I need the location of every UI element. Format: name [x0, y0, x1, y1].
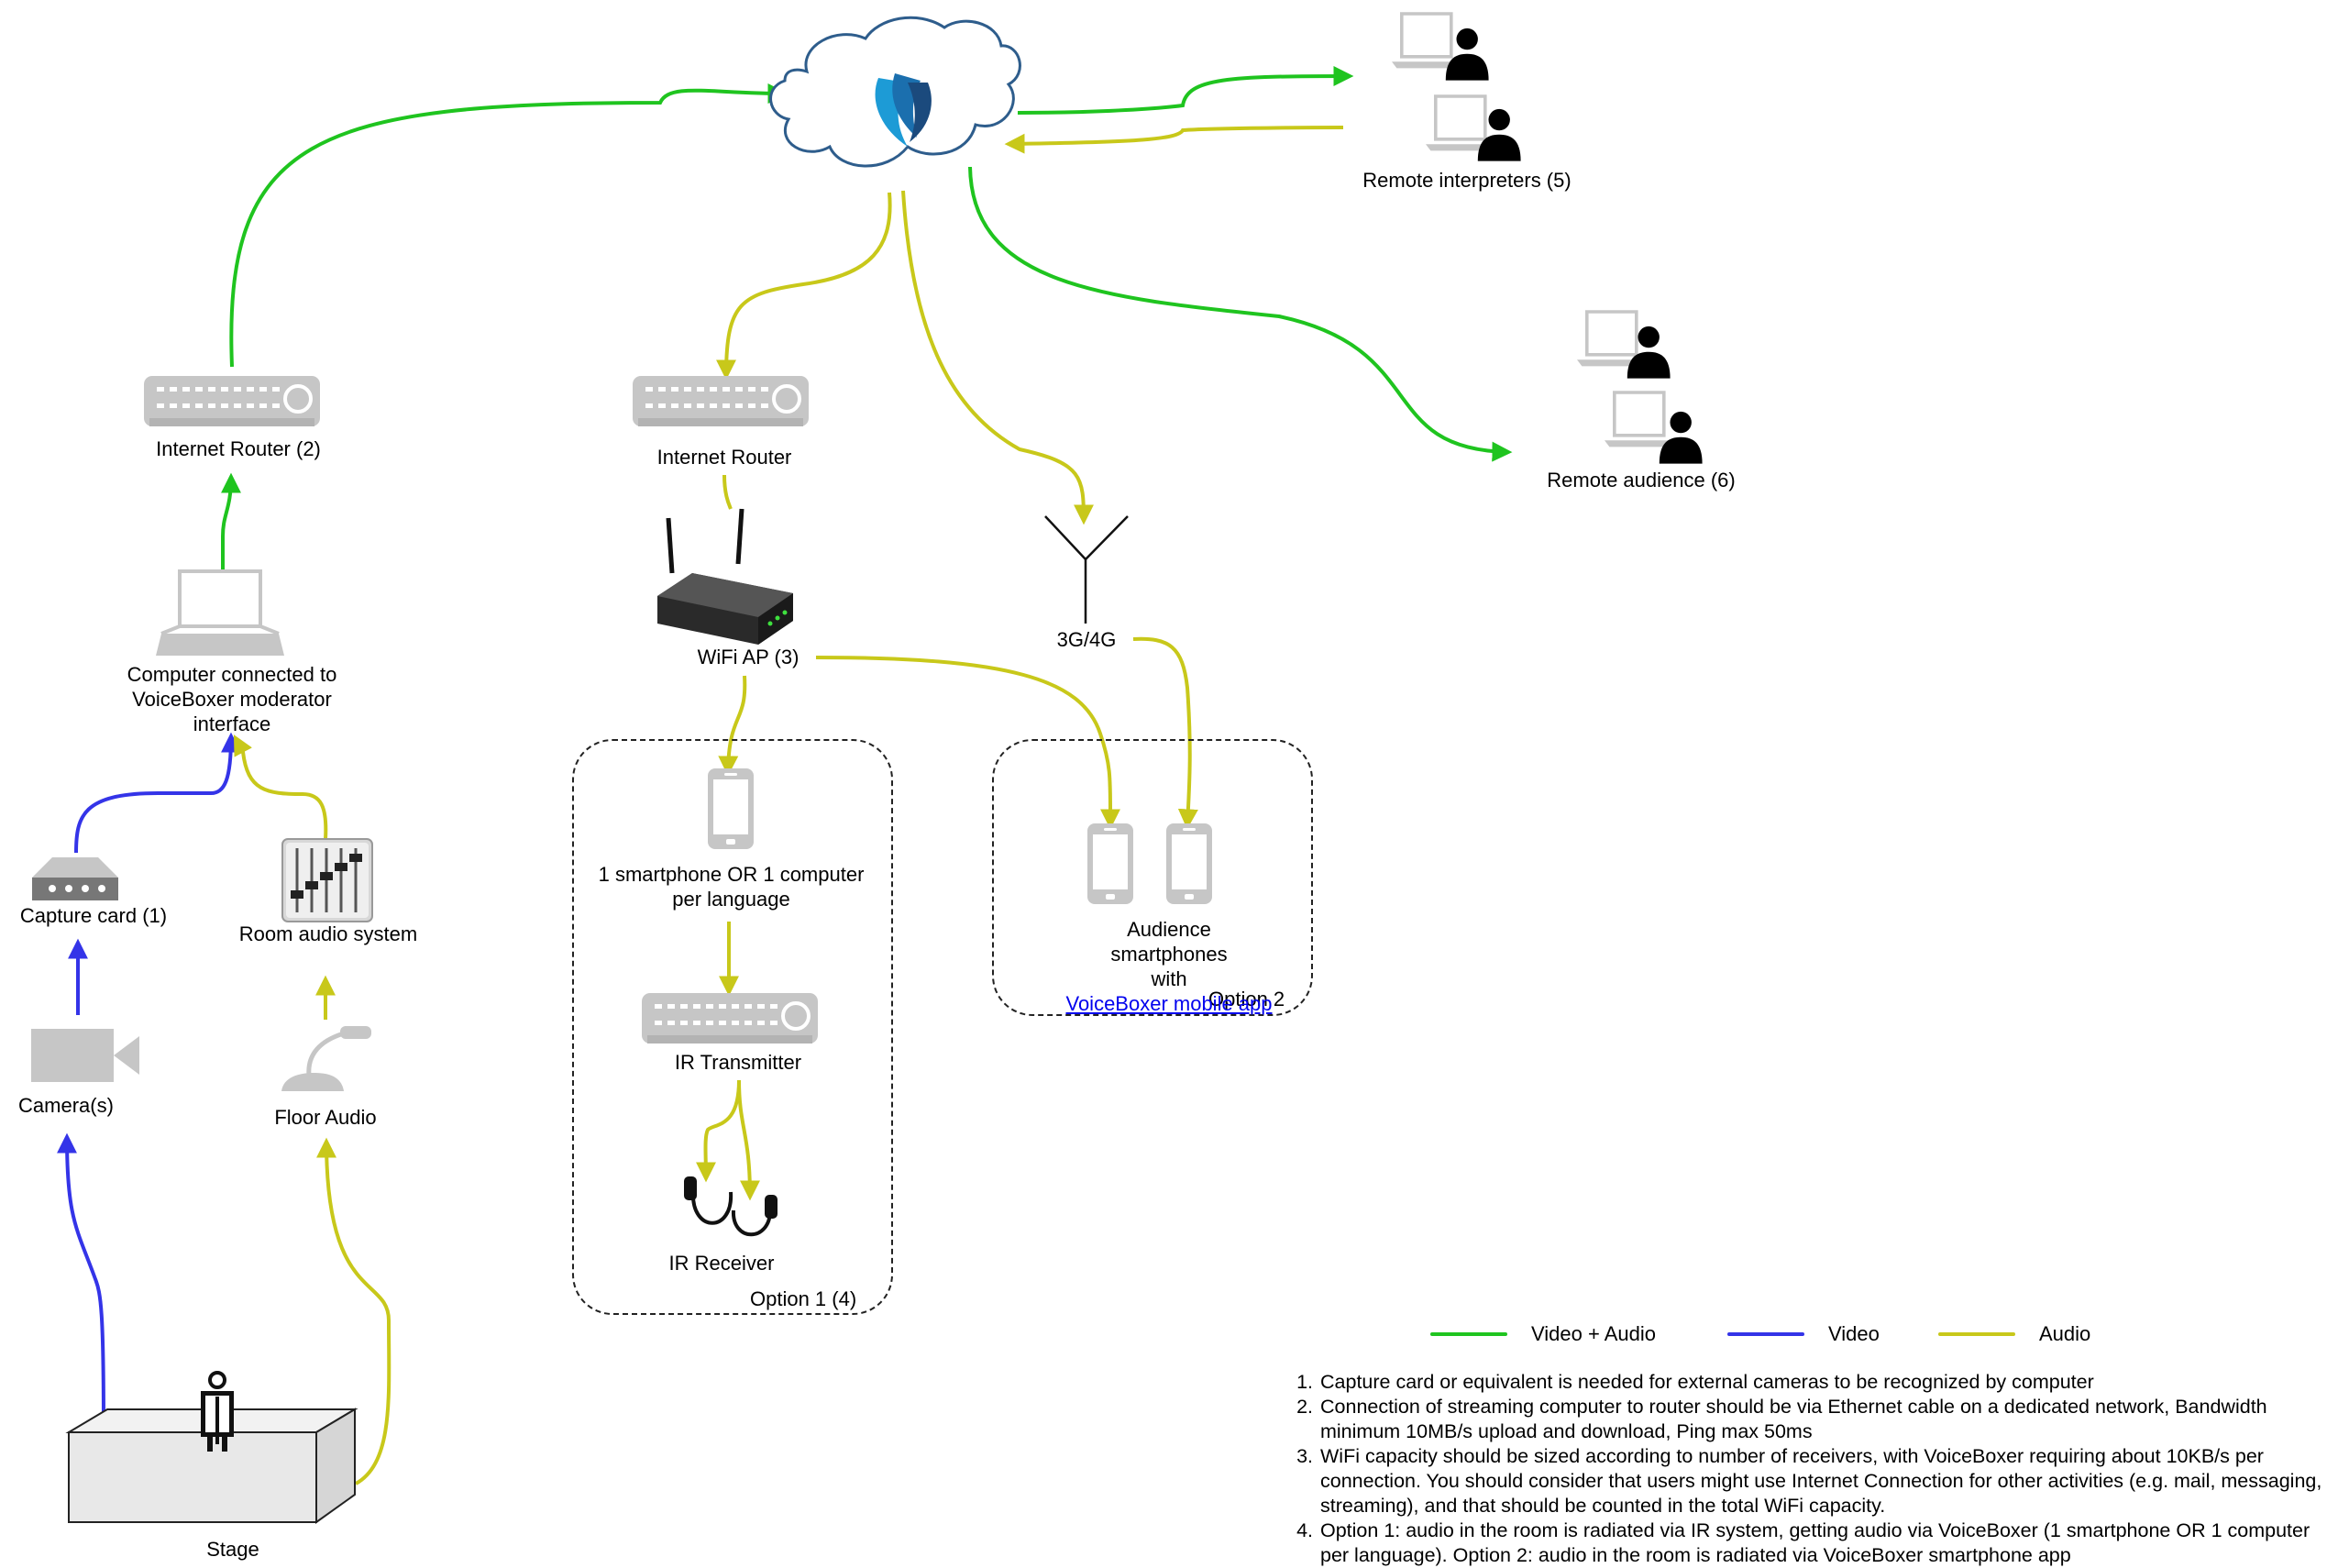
legend-audio-swatch	[1938, 1332, 2015, 1336]
legend-video-swatch	[1727, 1332, 1804, 1336]
stage-label: Stage	[206, 1538, 259, 1561]
cellular-label: 3G/4G	[1056, 628, 1117, 651]
capture-card-label: Capture card (1)	[19, 904, 168, 927]
laptop-icon	[156, 569, 284, 656]
legend-audio-label: Audio	[2039, 1322, 2091, 1345]
link-cloud-to-interpreters	[1017, 66, 1354, 115]
link-interpreters-to-cloud	[1004, 126, 1344, 154]
legend-video-audio-swatch	[1430, 1332, 1507, 1336]
remote-audience-icon	[1575, 310, 1703, 464]
footnote-2: Connection of streaming computer to rout…	[1318, 1395, 2327, 1444]
stage-platform-icon	[65, 1408, 358, 1524]
link-cloud-to-router	[716, 192, 892, 381]
option2-label: Option 2	[1208, 988, 1285, 1010]
person-icon	[201, 1371, 234, 1452]
capture-card-icon	[32, 857, 118, 900]
headphones-icon	[684, 1176, 778, 1237]
voiceboxer-app-link[interactable]: VoiceBoxer mobile app	[1065, 992, 1273, 1015]
wifi-ap-label: WiFi AP (3)	[697, 646, 800, 668]
remote-interpreters-label: Remote interpreters (5)	[1362, 169, 1572, 192]
link-wifi-to-smartphone	[718, 675, 747, 777]
audio-mixer-icon	[281, 838, 373, 922]
footnotes-list: Capture card or equivalent is needed for…	[1284, 1370, 2327, 1568]
link-wifi-to-audience	[815, 656, 1121, 830]
link-router-to-wifi	[722, 474, 733, 510]
footnote-3: WiFi capacity should be sized according …	[1318, 1444, 2327, 1518]
legend-audio: Audio	[1938, 1322, 2090, 1346]
legend-video-audio-label: Video + Audio	[1531, 1322, 1656, 1345]
link-cloud-to-remote-audience	[968, 166, 1513, 462]
smartphone-or-computer-label: 1 smartphone OR 1 computer per language	[598, 863, 865, 911]
internet-router-2-label: Internet Router (2)	[156, 437, 321, 460]
video-camera-icon	[31, 1029, 139, 1082]
legend-video-label: Video	[1828, 1322, 1880, 1345]
voiceboxer-cloud-icon	[769, 16, 1021, 168]
option1-group	[572, 739, 893, 1315]
remote-interpreters-icon	[1390, 12, 1521, 161]
link-cloud-to-antenna	[901, 190, 1094, 525]
footnote-1: Capture card or equivalent is needed for…	[1318, 1370, 2327, 1395]
link-cellular-to-audience	[1132, 636, 1198, 830]
link-computer-to-router2	[220, 472, 241, 571]
link-ir-transmitter-to-receiver-a	[695, 1079, 741, 1183]
link-stage-to-camera	[57, 1132, 105, 1430]
router-icon	[631, 374, 811, 428]
internet-router-label: Internet Router	[656, 446, 792, 469]
wifi-access-point-icon	[657, 508, 793, 645]
legend-video-audio: Video + Audio	[1430, 1322, 1656, 1346]
room-audio-label: Room audio system	[238, 922, 418, 945]
option1-label: Option 1 (4)	[750, 1287, 857, 1310]
option2-group	[992, 739, 1313, 1016]
footnote-4: Option 1: audio in the room is radiated …	[1318, 1518, 2327, 1568]
ir-receiver-label: IR Receiver	[668, 1252, 775, 1275]
audience-smartphones-text: Audience smartphones with	[1110, 918, 1228, 990]
computer-label: Computer connected to VoiceBoxer moderat…	[127, 663, 337, 735]
microphone-icon	[281, 1026, 371, 1091]
floor-audio-label: Floor Audio	[274, 1106, 377, 1129]
link-stage-to-floor-audio	[316, 1137, 392, 1485]
audience-smartphones-label: Audience smartphones with VoiceBoxer mob…	[1036, 917, 1302, 1016]
router-icon	[142, 374, 322, 428]
camera-label: Camera(s)	[18, 1094, 114, 1117]
link-router2-to-cloud	[229, 83, 789, 368]
legend-video: Video	[1727, 1322, 1880, 1346]
link-capture-to-computer	[74, 732, 241, 854]
antenna-icon	[1044, 515, 1129, 624]
link-mixer-to-computer	[233, 734, 328, 840]
link-ir-transmitter-to-receiver-b	[737, 1079, 760, 1201]
ir-transmitter-label: IR Transmitter	[674, 1051, 802, 1074]
remote-audience-label: Remote audience (6)	[1547, 469, 1736, 491]
